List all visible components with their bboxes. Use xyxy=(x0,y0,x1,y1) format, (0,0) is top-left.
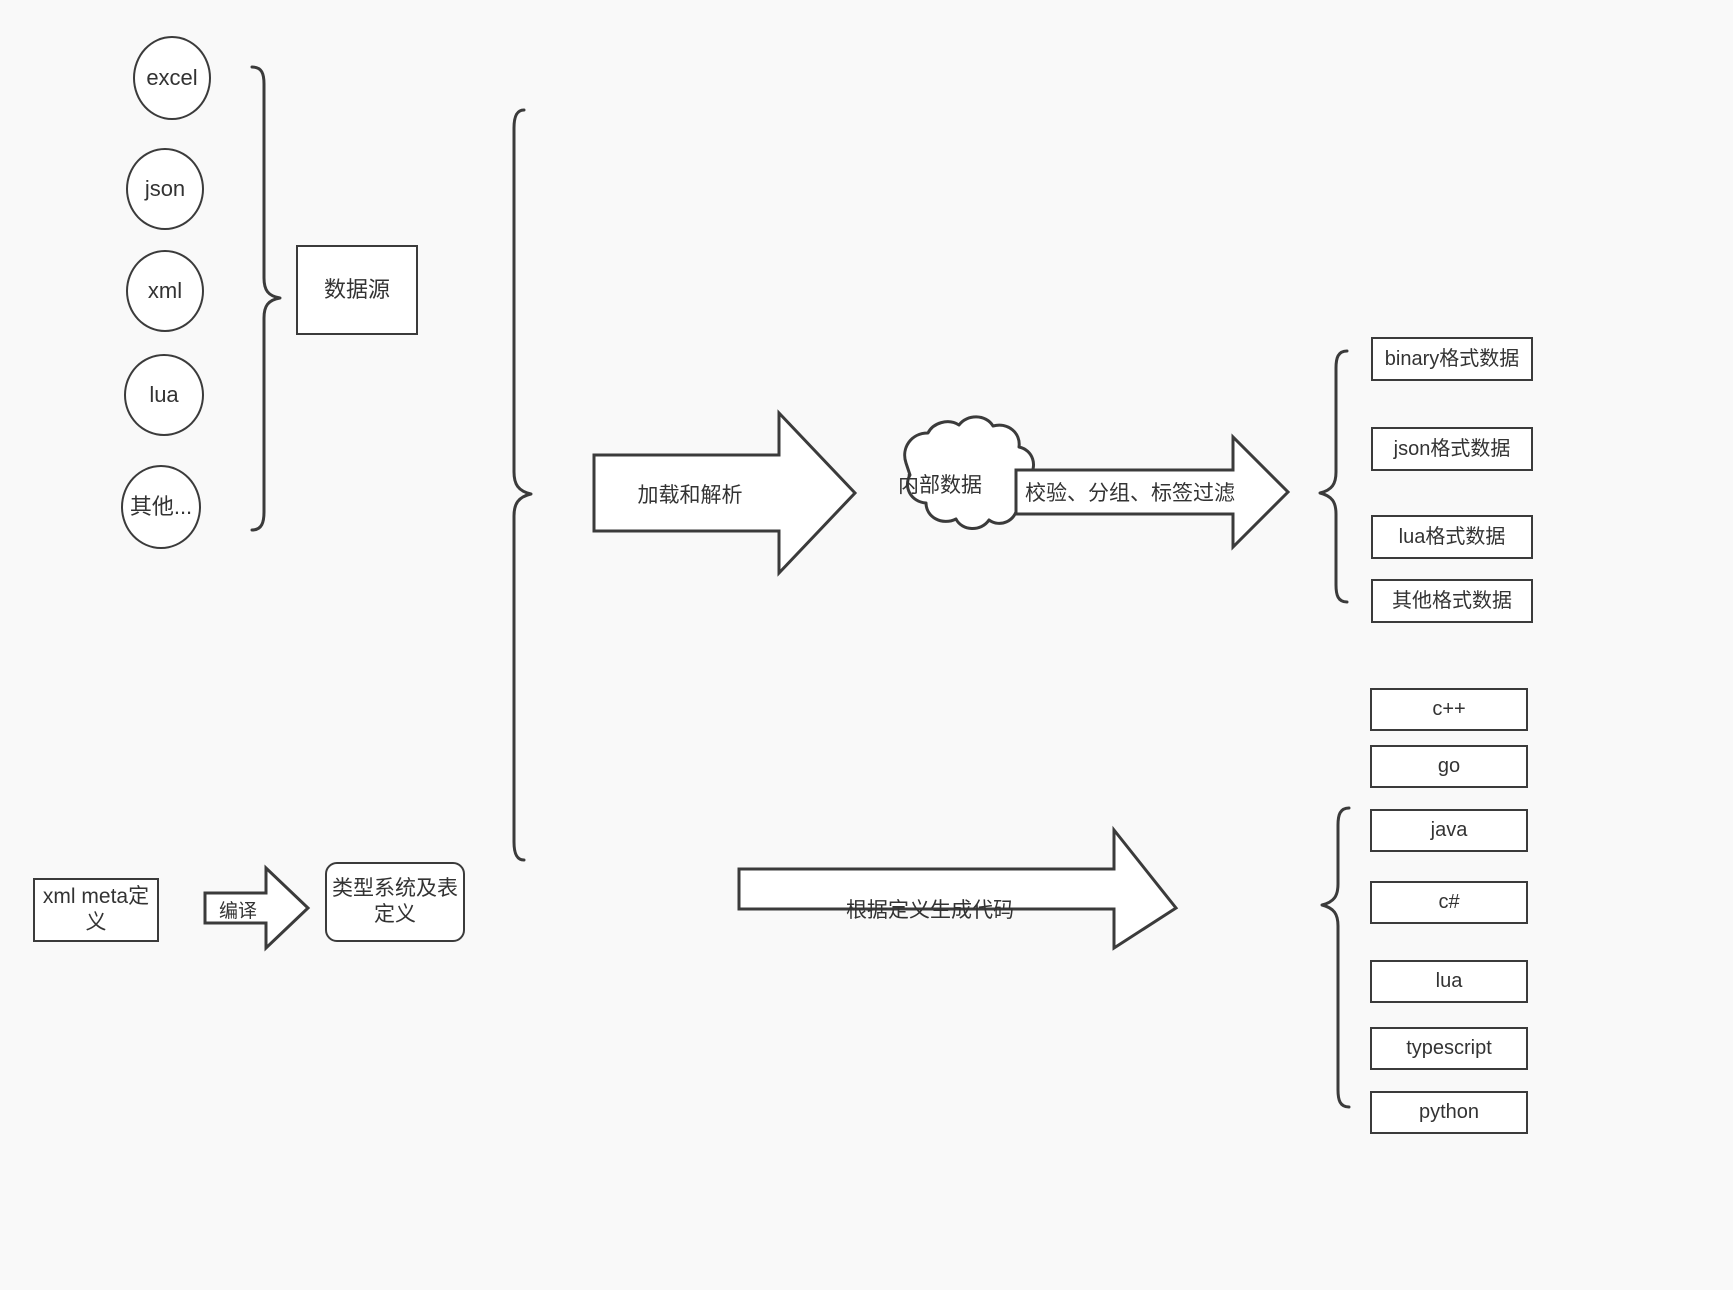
language-box-label: java xyxy=(1430,819,1468,841)
source-label: 其他... xyxy=(129,494,193,520)
language-box-go[interactable]: go xyxy=(1370,745,1528,788)
compile-arrow xyxy=(203,864,311,952)
language-box-java[interactable]: java xyxy=(1370,809,1528,852)
output-box-binary[interactable]: binary格式数据 xyxy=(1371,337,1533,381)
language-box-label: typescript xyxy=(1406,1037,1492,1059)
source-node-lua[interactable]: lua xyxy=(124,354,204,436)
load-parse-arrow-label: 加载和解析 xyxy=(637,484,743,507)
type-system-label: 类型系统及表 定义 xyxy=(332,876,458,926)
source-node-other[interactable]: 其他... xyxy=(121,465,201,549)
codegen-arrow-label: 根据定义生成代码 xyxy=(846,899,1014,922)
output-box-label: json格式数据 xyxy=(1393,437,1511,460)
data-source-group-label: 数据源 xyxy=(323,277,390,303)
source-label: json xyxy=(144,176,186,202)
compile-arrow-label: 编译 xyxy=(218,900,257,922)
load-parse-arrow-label-wrap: 加载和解析 xyxy=(600,470,780,518)
xml-meta-definition-label: xml meta定义 xyxy=(42,884,150,934)
center-brace xyxy=(512,108,533,862)
language-box-python[interactable]: python xyxy=(1370,1091,1528,1134)
load-parse-arrow xyxy=(592,409,858,577)
output-box-lua[interactable]: lua格式数据 xyxy=(1371,515,1533,559)
language-box-cpp[interactable]: c++ xyxy=(1370,688,1528,731)
type-system-box[interactable]: 类型系统及表 定义 xyxy=(325,862,465,942)
outputs-brace xyxy=(1318,349,1349,604)
filter-arrow-label-wrap: 校验、分组、标签过滤 xyxy=(1025,468,1235,516)
filter-arrow xyxy=(1014,433,1291,551)
language-box-csharp[interactable]: c# xyxy=(1370,881,1528,924)
internal-data-cloud-label: 内部数据 xyxy=(898,474,982,497)
language-box-label: lua xyxy=(1435,970,1463,992)
language-box-label: python xyxy=(1418,1101,1480,1123)
languages-brace xyxy=(1320,806,1351,1109)
codegen-arrow-label-wrap: 根据定义生成代码 xyxy=(750,886,1110,932)
source-label: xml xyxy=(147,278,183,304)
output-box-label: binary格式数据 xyxy=(1384,347,1520,370)
sources-brace xyxy=(250,65,282,532)
output-box-other[interactable]: 其他格式数据 xyxy=(1371,579,1533,623)
compile-arrow-label-wrap: 编译 xyxy=(210,894,266,924)
output-box-json[interactable]: json格式数据 xyxy=(1371,427,1533,471)
filter-arrow-label: 校验、分组、标签过滤 xyxy=(1025,482,1235,505)
source-label: lua xyxy=(149,382,179,408)
language-box-label: go xyxy=(1437,755,1461,777)
language-box-lua[interactable]: lua xyxy=(1370,960,1528,1003)
internal-data-cloud-label-wrap: 内部数据 xyxy=(890,460,990,508)
language-box-label: c++ xyxy=(1432,698,1466,720)
source-label: excel xyxy=(146,65,198,91)
codegen-arrow xyxy=(737,825,1179,951)
output-box-label: 其他格式数据 xyxy=(1392,589,1512,612)
xml-meta-definition-box[interactable]: xml meta定义 xyxy=(33,878,159,942)
source-node-json[interactable]: json xyxy=(126,148,204,230)
output-box-label: lua格式数据 xyxy=(1398,525,1506,548)
data-source-group-box[interactable]: 数据源 xyxy=(296,245,418,335)
source-node-xml[interactable]: xml xyxy=(126,250,204,332)
language-box-label: c# xyxy=(1438,891,1460,913)
language-box-typescript[interactable]: typescript xyxy=(1370,1027,1528,1070)
source-node-excel[interactable]: excel xyxy=(133,36,211,120)
internal-data-cloud xyxy=(903,415,1035,530)
